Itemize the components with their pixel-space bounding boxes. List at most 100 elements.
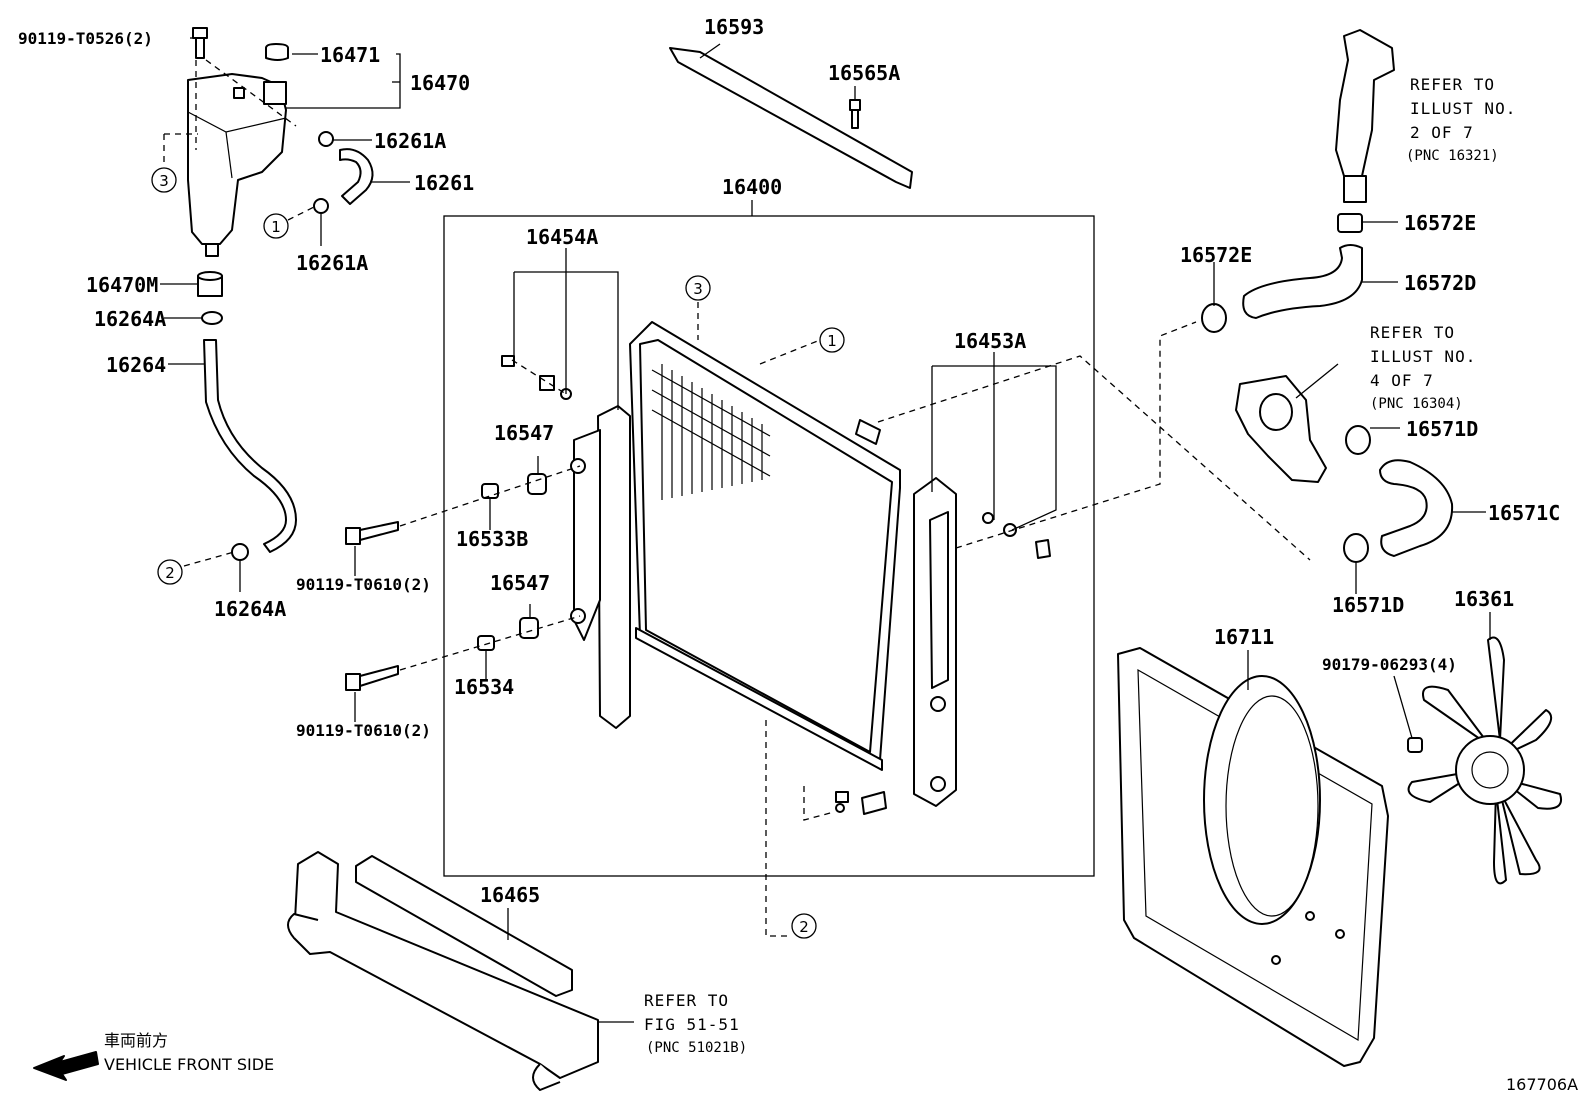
hose-clamp-16261a-top	[318, 131, 334, 147]
tank-bolt-90119-t0526	[192, 27, 208, 59]
svg-text:1: 1	[271, 218, 281, 236]
label-16264a-top: 16264A	[94, 307, 166, 331]
svg-text:ILLUST NO.: ILLUST NO.	[1370, 347, 1476, 366]
label-16261: 16261	[414, 171, 474, 195]
tank-cap-16471	[265, 43, 289, 61]
label-16571d-top: 16571D	[1406, 417, 1478, 441]
radiator-assembly-box	[443, 200, 1095, 877]
hose-16264	[203, 339, 297, 553]
label-16264a-bottom: 16264A	[214, 597, 286, 621]
label-90119-t0610-top: 90119-T0610(2)	[296, 575, 431, 594]
svg-text:(PNC 51021B): (PNC 51021B)	[646, 1040, 747, 1056]
label-16547-top: 16547	[494, 421, 554, 445]
fastener-group-16454a	[501, 248, 619, 410]
svg-text:(PNC 16304): (PNC 16304)	[1370, 396, 1463, 412]
svg-text:1: 1	[827, 332, 837, 350]
label-16534: 16534	[454, 675, 514, 699]
refer-note-51021b: REFER TO FIG 51-51 (PNC 51021B)	[644, 991, 747, 1056]
cushion-16547-bottom	[519, 617, 539, 639]
svg-text:REFER TO: REFER TO	[1410, 75, 1495, 94]
hose-clamp-16264a-bottom	[231, 543, 249, 561]
svg-text:2: 2	[799, 918, 809, 936]
radiator-support-left	[570, 405, 631, 729]
lower-support-member	[287, 851, 599, 1091]
fan-shroud-16711	[1117, 647, 1389, 1067]
bolt-90119-t0610-bottom	[345, 665, 399, 691]
callout-2-bottom: 2	[791, 913, 817, 939]
svg-text:3: 3	[159, 172, 169, 190]
label-16471: 16471	[320, 43, 380, 67]
label-16454a: 16454A	[526, 225, 598, 249]
svg-text:(PNC 16321): (PNC 16321)	[1406, 148, 1499, 164]
figure-id: 167706A	[1506, 1075, 1578, 1094]
svg-text:4 OF 7: 4 OF 7	[1370, 371, 1434, 390]
collar-16534	[477, 635, 495, 651]
label-16261a-bottom: 16261A	[296, 251, 368, 275]
water-pump-16304	[1235, 363, 1339, 483]
hose-clamp-16264a-top	[201, 311, 223, 325]
label-16361: 16361	[1454, 587, 1514, 611]
label-16547-bottom: 16547	[490, 571, 550, 595]
reservoir-tank-16470	[187, 73, 287, 257]
hose-clamp-16572e-top	[1337, 213, 1398, 233]
fastener-group-16453a	[931, 352, 1057, 559]
vehicle-front-label-en: VEHICLE FRONT SIDE	[104, 1055, 274, 1074]
collar-16533b	[481, 483, 499, 499]
label-16565a: 16565A	[828, 61, 900, 85]
seal-16465	[355, 855, 573, 997]
water-outlet-16321	[1335, 29, 1395, 203]
radiator-16400	[629, 321, 901, 937]
label-16400: 16400	[722, 175, 782, 199]
svg-text:2: 2	[165, 564, 175, 582]
reservoir-tank-assembly	[160, 27, 410, 592]
callout-3-radiator: 3	[685, 275, 711, 301]
label-16470: 16470	[410, 71, 470, 95]
cushion-16547-top	[527, 473, 547, 495]
label-16571d-bottom: 16571D	[1332, 593, 1404, 617]
callout-3-left: 3	[151, 167, 177, 193]
hose-16572d	[1242, 244, 1398, 319]
hose-clamp-16572e-left	[1201, 262, 1227, 333]
label-16453a: 16453A	[954, 329, 1026, 353]
refer-note-16321: REFER TO ILLUST NO. 2 OF 7 (PNC 16321)	[1406, 75, 1516, 164]
label-90179-06293: 90179-06293(4)	[1322, 655, 1457, 674]
label-16571c: 16571C	[1488, 501, 1560, 525]
cooling-fan-16361	[1407, 612, 1562, 885]
label-90119-t0610-bottom: 90119-T0610(2)	[296, 721, 431, 740]
callout-2-left: 2	[157, 559, 183, 585]
hose-16261	[339, 148, 374, 205]
radiator-seal-16593	[669, 43, 913, 189]
nut-90179-06293	[1393, 675, 1423, 753]
label-16264: 16264	[106, 353, 166, 377]
radiator-support-right	[913, 477, 957, 807]
label-16711: 16711	[1214, 625, 1274, 649]
hose-clamp-16571d-top	[1345, 425, 1400, 455]
callout-1-radiator: 1	[819, 327, 845, 353]
label-90119-t0526: 90119-T0526(2)	[18, 29, 153, 48]
hose-clamp-16571d-bottom	[1343, 533, 1369, 594]
vehicle-front-arrow	[33, 1051, 99, 1081]
grommet-16470m	[197, 271, 223, 297]
svg-text:2 OF 7: 2 OF 7	[1410, 123, 1474, 142]
vehicle-front-label-jp: 車両前方	[104, 1031, 168, 1050]
label-16533b: 16533B	[456, 527, 528, 551]
label-16593: 16593	[704, 15, 764, 39]
hose-clamp-16261a-bottom	[313, 198, 329, 214]
label-16261a-top: 16261A	[374, 129, 446, 153]
svg-text:3: 3	[693, 280, 703, 298]
label-16572e-top: 16572E	[1404, 211, 1476, 235]
label-16572e-left: 16572E	[1180, 243, 1252, 267]
svg-text:REFER TO: REFER TO	[1370, 323, 1455, 342]
refer-note-16304: REFER TO ILLUST NO. 4 OF 7 (PNC 16304)	[1370, 323, 1476, 412]
label-16572d: 16572D	[1404, 271, 1476, 295]
bolt-90119-t0610-top	[345, 521, 399, 545]
svg-text:FIG 51-51: FIG 51-51	[644, 1015, 740, 1034]
label-16465: 16465	[480, 883, 540, 907]
hose-16571c	[1379, 459, 1486, 557]
svg-text:ILLUST NO.: ILLUST NO.	[1410, 99, 1516, 118]
label-16470m: 16470M	[86, 273, 158, 297]
svg-text:REFER TO: REFER TO	[644, 991, 729, 1010]
clip-16565a	[849, 86, 861, 129]
callout-1-left: 1	[263, 213, 289, 239]
